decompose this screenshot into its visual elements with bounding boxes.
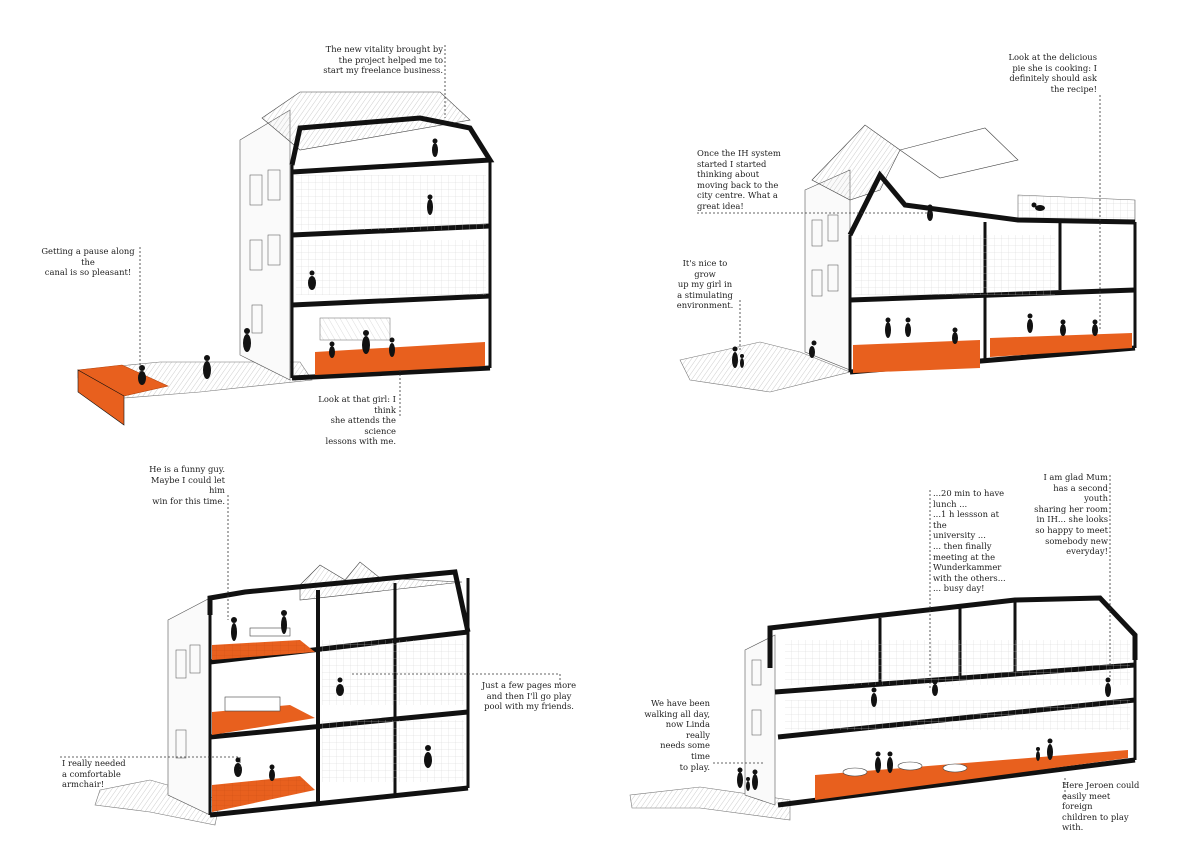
panel-family-house — [629, 475, 1138, 821]
caption-jeroen: Here Jeroen could easily meet foreign ch… — [1062, 780, 1140, 833]
people-silhouettes — [732, 202, 1098, 368]
caption-few-pages: Just a few pages more and then I'll go p… — [481, 680, 577, 712]
caption-funny-guy: He is a funny guy. Maybe I could let him… — [149, 464, 225, 506]
facade-windows — [751, 659, 762, 736]
facade-left — [167, 597, 211, 816]
floor-line — [291, 365, 491, 381]
ground-floor-orange — [853, 340, 980, 373]
floor-line — [777, 757, 1136, 808]
quay-wall — [77, 369, 125, 426]
caption-canal-pause: Getting a pause along the canal is so pl… — [41, 246, 135, 278]
facade-windows — [811, 214, 839, 297]
middle-floor-orange — [212, 705, 315, 735]
facade-left — [744, 634, 776, 806]
facade-windows — [175, 644, 201, 759]
facade-windows — [249, 169, 281, 334]
people-silhouettes — [138, 138, 438, 385]
ground-floor-orange — [315, 342, 485, 375]
caption-leaders — [713, 475, 1111, 800]
room-interior — [296, 175, 486, 230]
panel-canal-house — [77, 45, 495, 426]
room-interior — [785, 700, 1130, 730]
caption-leaders — [60, 495, 561, 770]
panel-student-house — [60, 495, 561, 826]
room-interior — [855, 235, 1055, 295]
caption-leaders — [697, 95, 1101, 350]
caption-moving-back: Once the IH system started I started thi… — [697, 148, 781, 211]
ground-floor-orange — [212, 776, 315, 812]
room-interior — [785, 640, 1130, 685]
caption-grow-up: It's nice to grow up my girl in a stimul… — [676, 258, 734, 311]
ground-floor-orange — [990, 333, 1132, 357]
furniture-tables — [842, 761, 968, 777]
caption-leaders — [139, 45, 446, 418]
pingpong-table — [249, 627, 291, 637]
people-silhouettes — [231, 610, 432, 781]
caption-armchair: I really needed a comfortable armchair! — [62, 758, 126, 790]
people-silhouettes — [737, 677, 1111, 791]
room-interior — [322, 640, 464, 705]
caption-science-lessons: Look at that girl: I think she attends t… — [318, 394, 396, 447]
caption-linda-play: We have been walking all day, now Linda … — [644, 698, 710, 772]
caption-pie-recipe: Look at the delicious pie she is cooking… — [1008, 52, 1097, 94]
floor-line — [209, 785, 469, 818]
caption-glad-mum: I am glad Mum has a second youth sharing… — [1034, 472, 1108, 557]
bathtub — [224, 696, 281, 712]
floor-line — [291, 293, 491, 308]
panel-ih-house — [679, 95, 1137, 393]
ground-floor-orange — [815, 750, 1128, 800]
bookshelf — [319, 317, 391, 341]
attic-section-line — [289, 115, 495, 175]
attic-floor-orange — [212, 640, 315, 660]
roof-section-line — [847, 170, 1136, 237]
room-interior — [322, 720, 464, 782]
room-interior — [296, 240, 486, 295]
caption-busy-day: ...20 min to have lunch ... ...1 h lesss… — [933, 488, 1006, 594]
caption-freelance: The new vitality brought by the project … — [323, 44, 443, 76]
dormer-roof — [899, 127, 1019, 179]
